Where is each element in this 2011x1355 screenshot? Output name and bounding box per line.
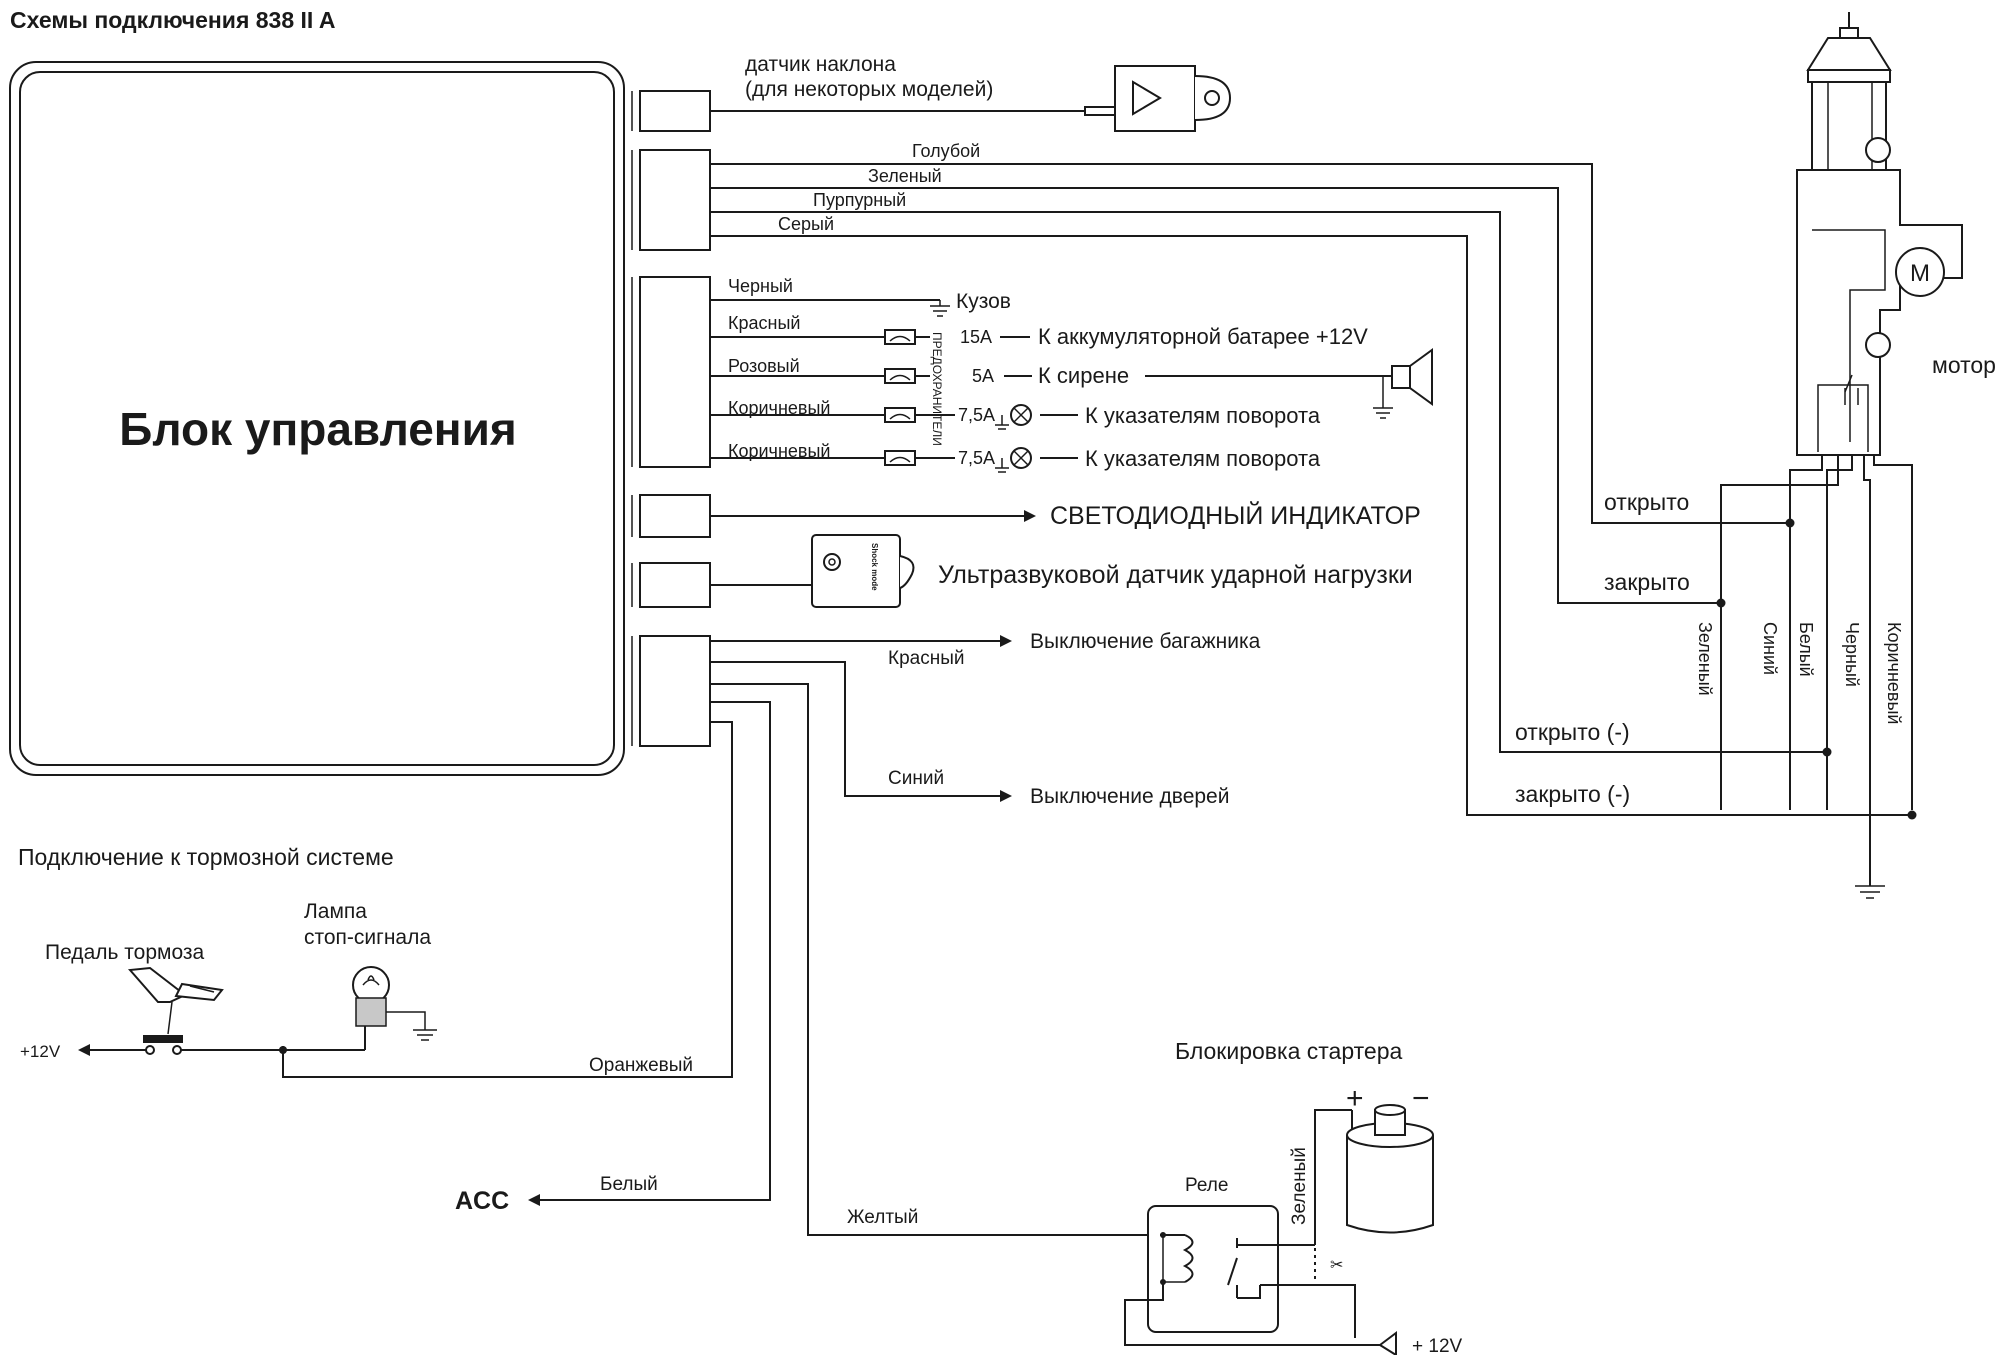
yellow-wire-label: Желтый	[847, 1207, 918, 1228]
closed-negative-label: закрыто (-)	[1515, 781, 1630, 807]
relay-label: Реле	[1185, 1175, 1228, 1196]
wire-label-green: Зеленый	[868, 166, 942, 186]
ground-body-label: Кузов	[956, 290, 1011, 313]
acc-label: ACC	[455, 1187, 509, 1215]
connector-led	[631, 494, 711, 538]
actuator-wire-black: Черный	[1842, 622, 1862, 687]
wire-label-brown-1: Коричневый	[728, 398, 830, 418]
fuses-label: ПРЕДОХРАНИТЕЛИ	[930, 332, 944, 446]
fuse-15a: 15A	[960, 327, 992, 347]
fuse-7-5a-1: 7,5A	[958, 405, 995, 425]
aux-wires: Красный Выключение багажника Синий Выклю…	[282, 630, 1261, 1236]
brake-lamp-label-2: стоп-сигнала	[304, 926, 431, 949]
starter-block: Блокировка стартера Желтый Реле ✂ Зелены…	[847, 1038, 1463, 1355]
control-unit-label: Блок управления	[119, 403, 516, 455]
motor-symbol: M	[1910, 260, 1930, 287]
connector-doors	[631, 149, 711, 251]
wire-label-red: Красный	[728, 313, 800, 333]
starter-plus12-label: + 12V	[1412, 1336, 1463, 1355]
diagram-title: Схемы подключения 838 II A	[10, 7, 335, 33]
connector-power	[631, 276, 711, 468]
fuse-7-5a-2: 7,5A	[958, 448, 995, 468]
white-wire-label: Белый	[600, 1174, 658, 1195]
open-negative-label: открыто (-)	[1515, 719, 1630, 745]
brake-title: Подключение к тормозной системе	[18, 844, 394, 870]
door-wires: Голубой Зеленый Пурпурный Серый	[710, 141, 1912, 816]
connector-aux	[631, 635, 711, 747]
open-label: открыто	[1604, 489, 1689, 515]
brake-plus12-label: +12V	[20, 1042, 61, 1061]
starter-solenoid-icon	[1346, 1104, 1434, 1234]
door-actuator: M мотор открыто закрыто открыто (-) закр…	[1515, 12, 1996, 899]
brake-pedal-label: Педаль тормоза	[45, 941, 205, 964]
led-indicator-label: СВЕТОДИОДНЫЙ ИНДИКАТОР	[1050, 500, 1421, 530]
battery-label: К аккумуляторной батарее +12V	[1038, 324, 1368, 349]
starter-title: Блокировка стартера	[1175, 1038, 1402, 1064]
plus-terminal-label: +	[1346, 1082, 1364, 1115]
turn-signal-label-1: К указателям поворота	[1085, 403, 1321, 428]
cut-scissors-icon: ✂	[1330, 1257, 1343, 1274]
acc-section: ACC Белый	[455, 1174, 658, 1215]
brake-section: Подключение к тормозной системе Педаль т…	[18, 844, 693, 1076]
wire-label-black: Черный	[728, 276, 793, 296]
tilt-sensor-label: датчик наклона	[745, 53, 896, 76]
control-unit: Блок управления	[9, 61, 625, 776]
led-indicator: СВЕТОДИОДНЫЙ ИНДИКАТОР	[710, 500, 1421, 530]
fuse-5a: 5A	[972, 366, 994, 386]
wire-label-brown-2: Коричневый	[728, 441, 830, 461]
brake-lamp-label-1: Лампа	[304, 900, 367, 923]
doors-release-label: Выключение дверей	[1030, 785, 1229, 808]
actuator-wire-green: Зеленый	[1695, 622, 1715, 696]
shock-sensor-brand: Shock mode	[870, 543, 879, 591]
connector-shock	[631, 562, 711, 608]
minus-terminal-label: −	[1412, 1082, 1430, 1115]
siren-icon	[1391, 365, 1411, 389]
green-wire-label: Зеленый	[1289, 1147, 1310, 1225]
tilt-sensor: датчик наклона (для некоторых моделей)	[710, 53, 1232, 132]
shock-sensor-label: Ультразвуковой датчик ударной нагрузки	[938, 561, 1413, 589]
motor-label: мотор	[1932, 352, 1996, 378]
tilt-sensor-note: (для некоторых моделей)	[745, 78, 993, 101]
power-wires: Черный Кузов 15A Красный К аккумуляторно…	[710, 276, 1433, 473]
motor-icon	[1895, 247, 1945, 297]
connectors	[631, 90, 711, 747]
actuator-wire-blue: Синий	[1760, 622, 1780, 675]
shock-sensor: Shock mode Ультразвуковой датчик ударной…	[710, 534, 1413, 608]
actuator-wire-white: Белый	[1796, 622, 1816, 677]
doors-wire-label: Синий	[888, 768, 944, 789]
trunk-release-label: Выключение багажника	[1030, 630, 1261, 653]
turn-signal-label-2: К указателям поворота	[1085, 446, 1321, 471]
wire-label-grey: Серый	[778, 214, 834, 234]
connector-tilt	[631, 90, 711, 132]
wire-label-purple: Пурпурный	[813, 190, 906, 210]
trunk-wire-label: Красный	[888, 648, 964, 669]
siren-label: К сирене	[1038, 363, 1129, 388]
actuator-wire-brown: Коричневый	[1884, 622, 1904, 724]
closed-label: закрыто	[1604, 569, 1690, 595]
wire-label-blue: Голубой	[912, 141, 980, 161]
orange-wire-label: Оранжевый	[589, 1055, 693, 1076]
brake-pedal-icon	[127, 966, 187, 1003]
wire-label-pink: Розовый	[728, 356, 800, 376]
relay-icon	[1147, 1205, 1279, 1333]
